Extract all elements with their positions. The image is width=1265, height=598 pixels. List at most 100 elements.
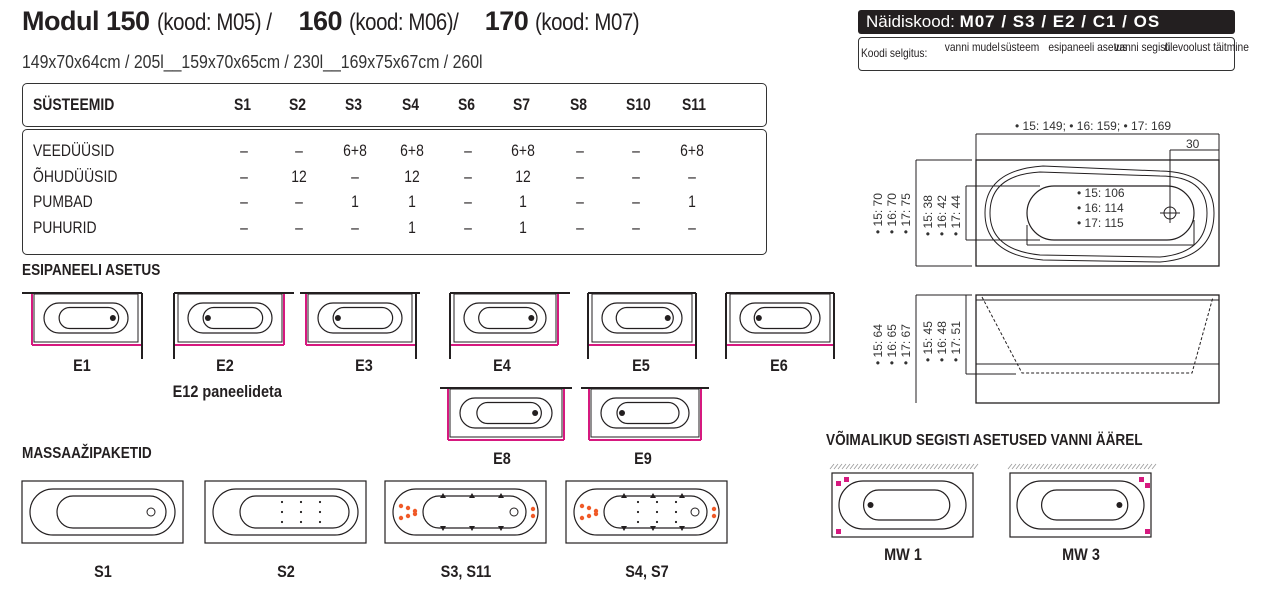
column-header: S4 bbox=[402, 95, 420, 114]
water-jet bbox=[579, 503, 585, 509]
drain-icon bbox=[1116, 502, 1123, 508]
wall-hatch bbox=[901, 463, 907, 470]
massage-package-label: S1 bbox=[93, 562, 112, 581]
air-jet bbox=[636, 510, 640, 514]
air-jet bbox=[280, 510, 284, 514]
mixer-option-label: MW 1 bbox=[883, 545, 922, 564]
water-jet-arrow bbox=[650, 526, 656, 531]
tub-rim bbox=[187, 302, 273, 334]
table-cell: – bbox=[464, 217, 472, 237]
tub-basin bbox=[422, 495, 527, 529]
wall-hatch bbox=[1059, 463, 1065, 470]
tub-outline bbox=[307, 293, 413, 343]
subtitle: 149x70x64cm / 205l__159x70x65cm / 230l__… bbox=[22, 52, 483, 72]
table-cell: – bbox=[240, 217, 248, 237]
water-jet bbox=[398, 515, 404, 521]
drain-icon bbox=[755, 315, 762, 321]
water-jet-arrow bbox=[621, 526, 627, 531]
tub-rim bbox=[838, 480, 967, 530]
wall-hatch bbox=[1063, 463, 1069, 470]
water-jet bbox=[579, 515, 585, 521]
panel-option-label: E6 bbox=[770, 356, 788, 375]
depth-dimension: • 15: 45 bbox=[921, 321, 935, 362]
tub-outline bbox=[204, 480, 367, 544]
height-dimension: • 16: 65 bbox=[885, 324, 899, 365]
tub-rim bbox=[600, 397, 690, 429]
wall-hatch bbox=[1055, 463, 1061, 470]
offset-dimension: 30 bbox=[1186, 137, 1200, 151]
table-cell: – bbox=[295, 192, 303, 211]
inner-width-dimension: • 15: 38 bbox=[921, 195, 935, 236]
table-cell: – bbox=[576, 141, 584, 160]
wall-hatch bbox=[949, 463, 955, 470]
table-cell: 1 bbox=[688, 192, 696, 211]
wall-hatch bbox=[829, 463, 835, 470]
wall-hatch bbox=[1007, 463, 1013, 470]
wall-hatch bbox=[1035, 463, 1041, 470]
row-label: VEEDÜÜSID bbox=[33, 141, 115, 160]
panel-option-label: E8 bbox=[493, 449, 511, 468]
tub-basin bbox=[56, 495, 167, 529]
table-cell: – bbox=[351, 166, 359, 186]
wall-hatch bbox=[1131, 463, 1137, 470]
wall-hatch bbox=[969, 463, 975, 470]
water-jet-arrow bbox=[679, 526, 685, 531]
wall-hatch bbox=[1127, 463, 1133, 470]
tub-outline bbox=[729, 293, 831, 343]
mixer-section-title: VÕIMALIKUD SEGISTI ASETUSED VANNI ÄÄREL bbox=[826, 432, 1143, 449]
table-cell: – bbox=[464, 141, 472, 160]
side-view-outline bbox=[975, 294, 1220, 404]
inner-width-dimension: • 16: 42 bbox=[935, 195, 949, 236]
wall-hatch bbox=[1099, 463, 1105, 470]
explanation-part: vanni segisti bbox=[1114, 40, 1171, 54]
massage-package-label: S3, S11 bbox=[440, 562, 491, 581]
column-header: S1 bbox=[234, 95, 252, 114]
mixer-position-marker bbox=[1145, 529, 1150, 534]
drain-icon bbox=[109, 315, 116, 321]
water-jet bbox=[711, 506, 717, 512]
wall-hatch bbox=[1123, 463, 1129, 470]
column-header: S10 bbox=[626, 95, 651, 114]
air-jet bbox=[636, 520, 640, 524]
wall-hatch bbox=[1043, 463, 1049, 470]
table-cell: – bbox=[576, 166, 584, 186]
wall-hatch bbox=[1027, 463, 1033, 470]
length-dimension: • 15: 149; • 16: 159; • 17: 169 bbox=[1015, 119, 1171, 133]
table-cell: – bbox=[632, 217, 640, 237]
tub-hidden-profile bbox=[981, 296, 1214, 374]
table-cell: 6+8 bbox=[343, 141, 367, 160]
wall-hatch bbox=[941, 463, 947, 470]
air-jet bbox=[280, 500, 284, 504]
tub-rim bbox=[739, 302, 821, 334]
width-dimension: • 16: 70 bbox=[885, 193, 899, 234]
panel-section-title: ESIPANEELI ASETUS bbox=[22, 262, 161, 279]
air-jet bbox=[280, 520, 284, 524]
table-cell: 6+8 bbox=[400, 141, 424, 160]
air-jet bbox=[636, 500, 640, 504]
tub-outline bbox=[453, 293, 557, 343]
wall-hatch bbox=[877, 463, 883, 470]
tub-outline bbox=[384, 480, 547, 544]
drain-icon bbox=[528, 315, 535, 321]
width-dimension: • 17: 75 bbox=[899, 193, 913, 234]
tub-outline bbox=[591, 293, 693, 343]
column-header: S11 bbox=[682, 95, 707, 114]
panel-option-label: E9 bbox=[634, 449, 652, 468]
wall-hatch bbox=[905, 463, 911, 470]
wall-hatch bbox=[929, 463, 935, 470]
row-label: ÕHUDÜÜSID bbox=[33, 166, 118, 186]
mixer-position-marker bbox=[1139, 477, 1144, 482]
wall-hatch bbox=[1115, 463, 1121, 470]
wall-hatch bbox=[1019, 463, 1025, 470]
inner-length-dimension: • 16: 114 bbox=[1077, 201, 1124, 215]
drain-icon bbox=[509, 507, 519, 517]
wall-hatch bbox=[853, 463, 859, 470]
tub-basin bbox=[476, 401, 542, 425]
water-jet bbox=[405, 505, 411, 511]
panel-option-label: E3 bbox=[355, 356, 373, 375]
massage-package-label: S2 bbox=[276, 562, 295, 581]
page-title: Modul 150 (kood: M05) / 160 (kood: M06)/… bbox=[22, 6, 640, 36]
table-cell: 6+8 bbox=[511, 141, 535, 160]
tub-rim bbox=[392, 488, 539, 536]
table-cell: – bbox=[576, 192, 584, 211]
